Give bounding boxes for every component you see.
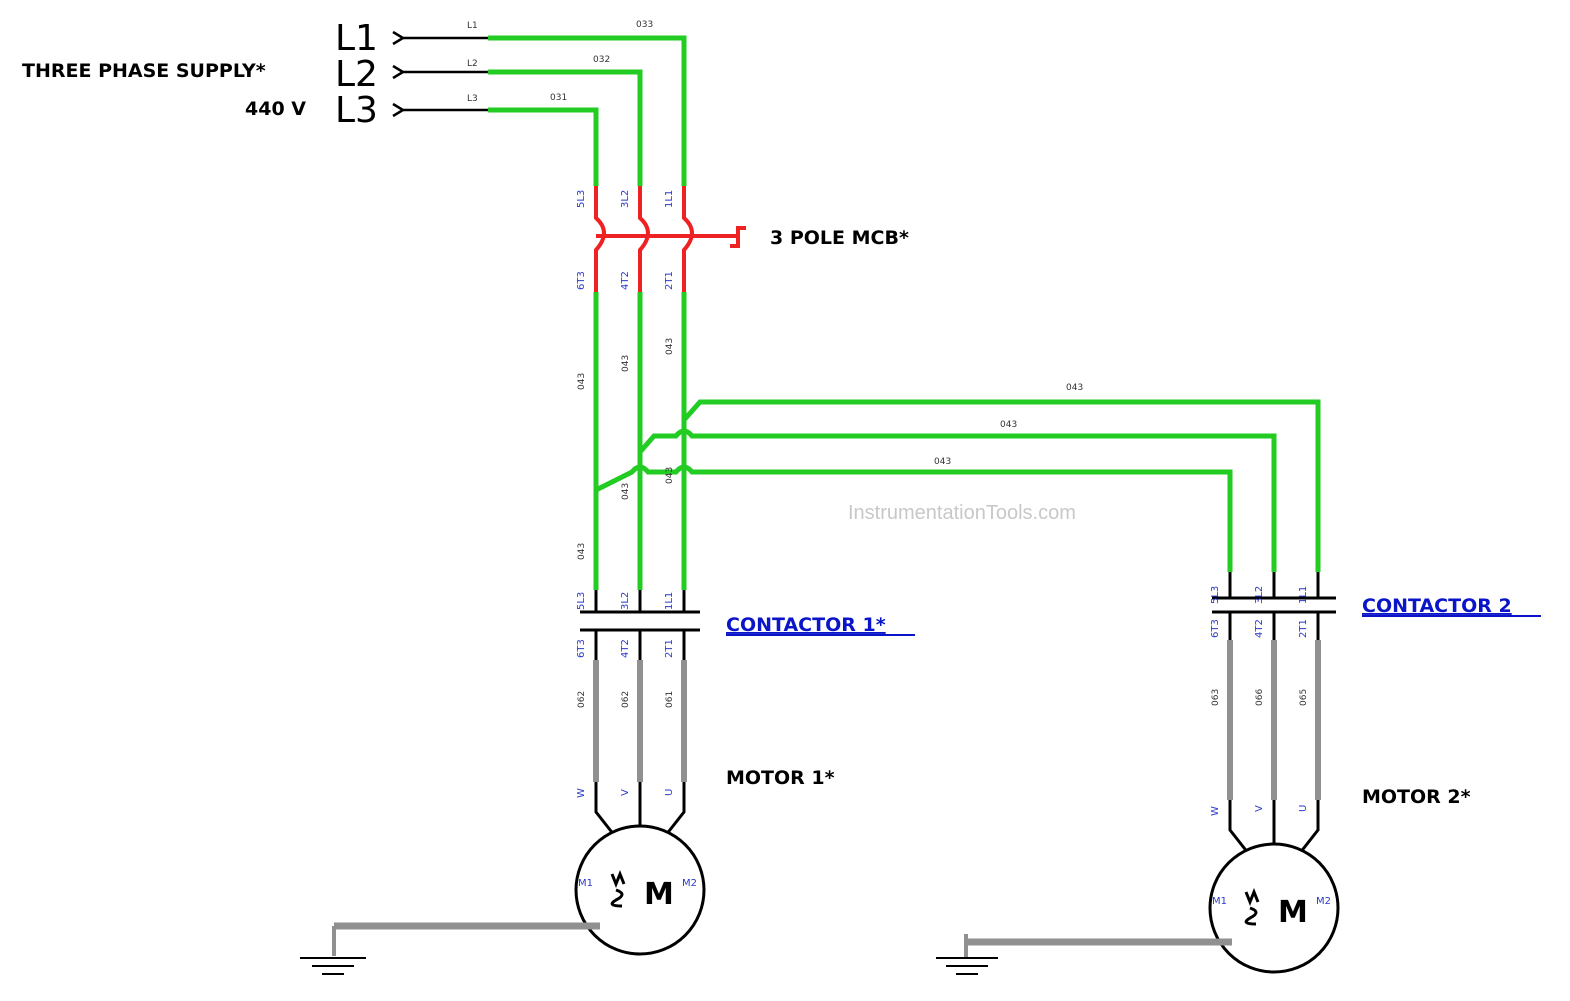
svg-text:4T2: 4T2	[620, 271, 631, 290]
supply-wires	[488, 35, 687, 186]
feeder-vertical-tags: 043 043 043 043 043 043	[577, 338, 675, 560]
phase-l2-label: L2	[335, 54, 378, 95]
motor2-label: MOTOR 2*	[1362, 786, 1471, 808]
supply-title: THREE PHASE SUPPLY*	[22, 60, 266, 82]
mcb-symbol	[594, 186, 746, 292]
svg-text:043: 043	[621, 483, 631, 500]
svg-text:W: W	[1210, 806, 1221, 816]
contactor2-bottom-terminals: 6T3 4T2 2T1	[1210, 619, 1309, 638]
svg-text:2T1: 2T1	[1298, 619, 1309, 638]
svg-text:5L3: 5L3	[576, 190, 587, 208]
svg-text:6T3: 6T3	[576, 271, 587, 290]
svg-text:066: 066	[1255, 689, 1265, 706]
motor1-terminals: W V U	[576, 788, 675, 798]
svg-text:1L1: 1L1	[664, 190, 675, 208]
motor1-symbol-m: M	[644, 877, 674, 912]
svg-text:1L1: 1L1	[664, 592, 675, 610]
motor2-earth	[936, 934, 1232, 975]
contactor2-top-terminals: 5L3 3L2 1L1	[1210, 586, 1309, 604]
watermark: InstrumentationTools.com	[848, 502, 1076, 524]
svg-text:061: 061	[665, 691, 675, 708]
svg-text:W: W	[576, 788, 587, 798]
supply-voltage: 440 V	[245, 98, 306, 120]
motor2-m1: M1	[1212, 896, 1227, 907]
svg-text:3L2: 3L2	[620, 190, 631, 208]
svg-text:3L2: 3L2	[620, 592, 631, 610]
supply-leads	[392, 30, 488, 118]
motor2-m2: M2	[1316, 896, 1331, 907]
phase-tag-l3: L3	[467, 94, 478, 104]
svg-text:065: 065	[1299, 689, 1309, 706]
mcb-label: 3 POLE MCB*	[770, 227, 909, 249]
svg-text:043: 043	[621, 355, 631, 372]
motor2-wire-tags: 063 066 065	[1211, 689, 1309, 706]
contactor1-symbol	[580, 590, 700, 632]
svg-text:063: 063	[1211, 689, 1221, 706]
svg-text:043: 043	[665, 467, 675, 484]
phase-l1-label: L1	[335, 18, 378, 59]
svg-text:5L3: 5L3	[576, 592, 587, 610]
svg-text:043: 043	[577, 373, 587, 390]
motor2-wires	[1227, 640, 1321, 800]
contactor2-symbol	[1212, 572, 1336, 640]
motor1-label: MOTOR 1*	[726, 767, 835, 789]
svg-text:U: U	[1298, 805, 1309, 812]
contactor1-top-terminals: 5L3 3L2 1L1	[576, 592, 675, 610]
phase-tag-l2: L2	[467, 59, 478, 69]
svg-text:V: V	[1254, 805, 1265, 812]
motor1-earth	[300, 922, 600, 975]
svg-text:V: V	[620, 789, 631, 796]
feeder-wires	[593, 292, 1321, 590]
svg-text:062: 062	[577, 691, 587, 708]
motor2-terminals: W V U	[1210, 805, 1309, 816]
svg-text:U: U	[664, 789, 675, 796]
mcb-top-terminals: 5L3 3L2 1L1	[576, 190, 675, 208]
svg-text:043: 043	[577, 543, 587, 560]
svg-text:6T3: 6T3	[1210, 619, 1221, 638]
motor1-wires	[593, 660, 687, 782]
contactor1-bottom-terminals: 6T3 4T2 2T1	[576, 639, 675, 658]
svg-text:043: 043	[665, 338, 675, 355]
mcb-bottom-terminals: 6T3 4T2 2T1	[576, 271, 675, 290]
wire-tag-031: 031	[550, 93, 567, 103]
branch-tag-3: 043	[934, 457, 951, 467]
svg-text:4T2: 4T2	[620, 639, 631, 658]
motor1-m1: M1	[578, 878, 593, 889]
contactor2-label[interactable]: CONTACTOR 2	[1362, 595, 1512, 617]
contactor1-label[interactable]: CONTACTOR 1*	[726, 614, 886, 636]
branch-tag-2: 043	[1000, 420, 1017, 430]
contactor1-outputs	[594, 630, 686, 660]
svg-text:6T3: 6T3	[576, 639, 587, 658]
phase-tag-l1: L1	[467, 21, 478, 31]
wire-tag-032: 032	[593, 55, 610, 65]
svg-text:2T1: 2T1	[664, 271, 675, 290]
motor2-circle	[1208, 842, 1340, 974]
phase-l3-label: L3	[335, 90, 378, 131]
motor1-circle	[574, 824, 706, 956]
svg-text:062: 062	[621, 691, 631, 708]
three-phase-symbol-1	[610, 869, 626, 908]
svg-text:1L1: 1L1	[1298, 586, 1309, 604]
three-phase-symbol-2	[1244, 887, 1260, 926]
svg-text:2T1: 2T1	[664, 639, 675, 658]
motor2-symbol-m: M	[1278, 895, 1308, 930]
svg-text:5L3: 5L3	[1210, 586, 1221, 604]
motor1-wire-tags: 062 062 061	[577, 691, 675, 708]
svg-text:3L2: 3L2	[1254, 586, 1265, 604]
svg-text:4T2: 4T2	[1254, 619, 1265, 638]
wire-tag-033: 033	[636, 20, 653, 30]
branch-tag-1: 043	[1066, 383, 1083, 393]
motor1-m2: M2	[682, 878, 697, 889]
